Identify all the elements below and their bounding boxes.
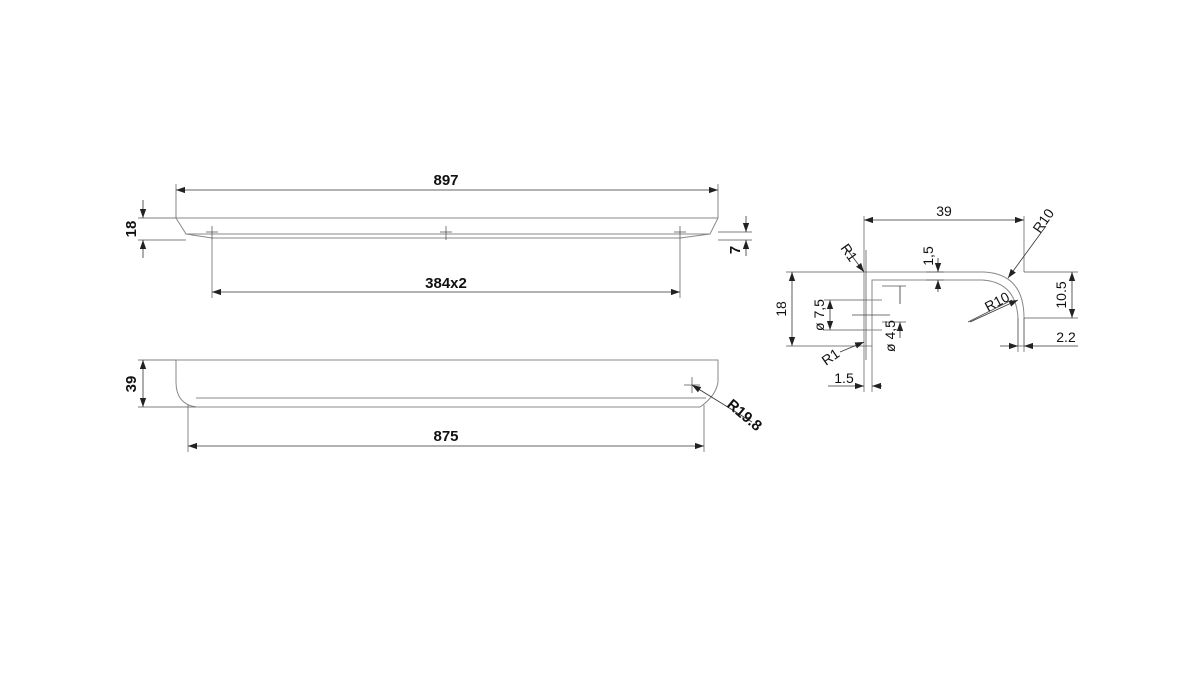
dimension-875: 875 [187,405,705,452]
dimension-hole-large: ø 7,5 [811,299,864,331]
dimension-2-2-label: 2.2 [1056,329,1076,345]
dimension-r10-outer-label: R10 [1029,205,1057,235]
dimension-1-5-base: 1.5 [828,346,882,392]
dimension-r10-outer: R10 [1007,205,1057,279]
dimension-39-front: 39 [123,359,196,408]
dimension-hole-large-label: ø 7,5 [811,299,827,331]
dimension-1-5-base-label: 1.5 [834,370,854,386]
dimension-2-2: 2.2 [1000,318,1078,352]
dimension-r10-inner-label: R10 [982,288,1012,314]
dimension-r1-top-label: R1 [838,241,861,265]
dimension-384x2: 384x2 [211,240,681,298]
dimension-7-label: 7 [727,246,744,254]
dimension-7: 7 [718,216,752,256]
dimension-18-top-label: 18 [123,221,140,238]
dimension-1-5-top-label: 1,5 [920,246,936,266]
dimension-897: 897 [175,172,719,218]
dimension-18-top: 18 [123,200,186,258]
dimension-1-5-top: 1,5 [920,246,944,292]
front-view-outline [175,359,719,408]
dimension-10-5: 10.5 [1024,271,1078,319]
top-view: 897 18 7 384x2 [123,172,752,298]
dimension-18-profile: 18 [773,271,864,347]
dimension-r1-bottom-label: R1 [819,345,843,368]
dimension-39-front-label: 39 [123,376,140,393]
dimension-r19-8-label: R19.8 [723,396,765,435]
front-view: 39 875 R19.8 [123,359,765,452]
dimension-18-profile-label: 18 [773,301,789,317]
profile-view: 39 R10 R1 1,5 18 [773,203,1078,392]
dimension-hole-small: ø 4,5 [882,285,906,352]
dimension-hole-small-label: ø 4,5 [882,320,898,352]
dimension-384x2-label: 384x2 [425,275,467,292]
hole-center-marks [206,226,686,240]
dimension-39-profile: 39 [863,203,1025,272]
top-view-outline [175,217,719,239]
dimension-39-profile-label: 39 [936,203,952,219]
dimension-r19-8: R19.8 [691,384,765,435]
dimension-r1-top: R1 [838,241,865,273]
dimension-897-label: 897 [433,172,458,189]
dimension-875-label: 875 [433,428,458,445]
dimension-10-5-label: 10.5 [1053,281,1069,308]
